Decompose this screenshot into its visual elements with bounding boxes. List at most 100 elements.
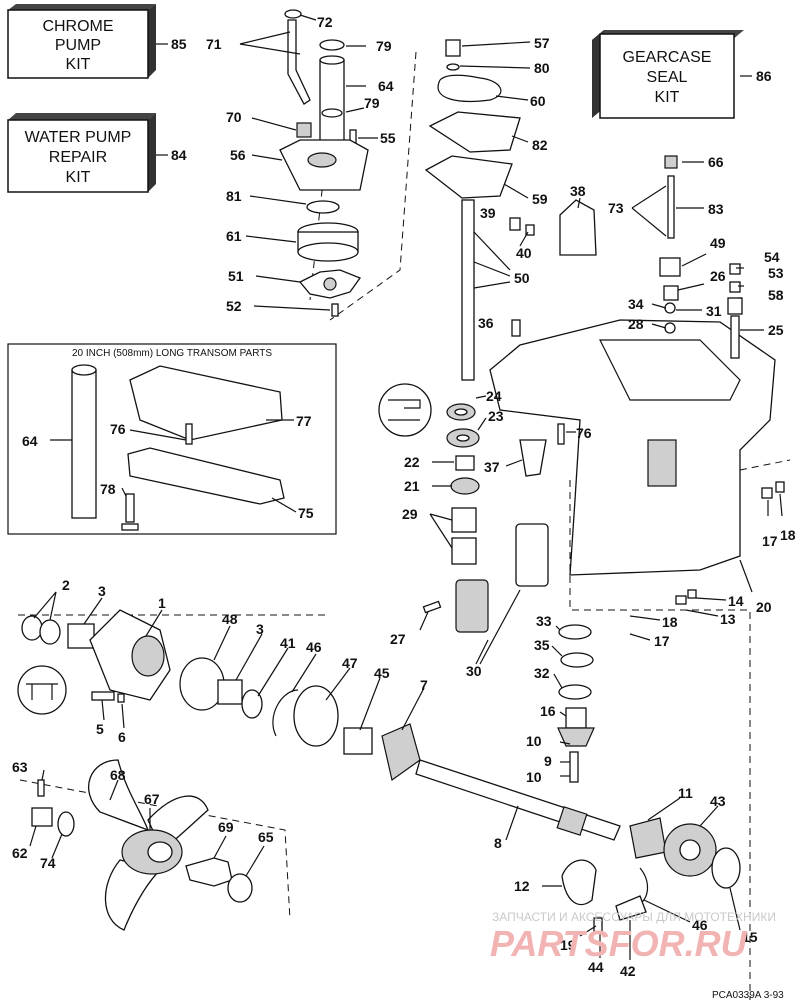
callout-36: 36 — [478, 315, 494, 331]
callout-29: 29 — [402, 506, 418, 522]
callout-16: 16 — [540, 703, 556, 719]
callout-23: 23 — [488, 408, 504, 424]
kit-label-line: SEAL — [647, 69, 688, 86]
kit-label-line: REPAIR — [49, 149, 107, 166]
pinion-gear-assembly — [422, 523, 741, 933]
callout-41: 41 — [280, 635, 296, 651]
callout-69: 69 — [218, 819, 234, 835]
kit-label-line: GEARCASE — [623, 49, 712, 66]
callout-65: 65 — [258, 829, 274, 845]
callout-2: 2 — [62, 577, 70, 593]
callout-56: 56 — [230, 147, 246, 163]
callout-32: 32 — [534, 665, 550, 681]
callout-54: 54 — [764, 249, 780, 265]
callout-22: 22 — [404, 454, 420, 470]
callout-57: 57 — [534, 35, 550, 51]
callout-75: 75 — [298, 505, 314, 521]
callout-52: 52 — [226, 298, 242, 314]
callout-70: 70 — [226, 109, 242, 125]
callout-62: 62 — [12, 845, 28, 861]
callout-24: 24 — [486, 388, 502, 404]
callout-80: 80 — [534, 60, 550, 76]
callout-48: 48 — [222, 611, 238, 627]
callout-58: 58 — [768, 287, 784, 303]
callout-61: 61 — [226, 228, 242, 244]
transom-parts-box: 20 INCH (508mm) LONG TRANSOM PARTS — [7, 343, 337, 535]
callout-72: 72 — [317, 14, 333, 30]
callout-9: 9 — [544, 753, 552, 769]
callout-79: 79 — [364, 95, 380, 111]
kit-number: 84 — [171, 147, 187, 163]
callout-5: 5 — [96, 721, 104, 737]
callout-76: 76 — [110, 421, 126, 437]
callout-26: 26 — [710, 268, 726, 284]
callout-68: 68 — [110, 767, 126, 783]
kit-label-line: WATER PUMP — [25, 129, 132, 146]
kit-label-line: KIT — [655, 89, 680, 106]
callout-14: 14 — [728, 593, 744, 609]
callout-15: 15 — [742, 929, 758, 945]
callout-42: 42 — [620, 963, 636, 979]
callout-10: 10 — [526, 769, 542, 785]
callout-39: 39 — [480, 205, 496, 221]
callout-6: 6 — [118, 729, 126, 745]
callout-1: 1 — [158, 595, 166, 611]
callout-67: 67 — [144, 791, 160, 807]
kit-label-line: PUMP — [55, 37, 101, 54]
callout-66: 66 — [708, 154, 724, 170]
callout-45: 45 — [374, 665, 390, 681]
figure-code: PCA0339A 3-93 — [712, 990, 784, 1001]
callout-20: 20 — [756, 599, 772, 615]
callout-59: 59 — [532, 191, 548, 207]
transom-title: 20 INCH (508mm) LONG TRANSOM PARTS — [72, 348, 272, 359]
callout-18: 18 — [780, 527, 796, 543]
callout-7: 7 — [420, 677, 428, 693]
callout-53: 53 — [768, 265, 784, 281]
callout-81: 81 — [226, 188, 242, 204]
callout-numbers: 72 71 79 64 79 70 55 56 81 61 51 52 57 8… — [12, 14, 796, 979]
callout-11: 11 — [678, 785, 693, 801]
gearcase-housing — [489, 155, 785, 605]
callout-74: 74 — [40, 855, 56, 871]
callout-13: 13 — [720, 611, 736, 627]
water-pump-assembly — [279, 9, 369, 317]
leader-lines — [29, 14, 783, 960]
callout-31: 31 — [706, 303, 722, 319]
callout-4: 46 — [692, 917, 708, 933]
callout-46: 46 — [306, 639, 322, 655]
callout-82: 82 — [532, 137, 548, 153]
callout-25: 25 — [768, 322, 784, 338]
callout-83: 83 — [708, 201, 724, 217]
kit-label-line: CHROME — [42, 18, 113, 35]
callout-55: 55 — [380, 130, 396, 146]
callout-30: 30 — [466, 663, 482, 679]
callout-8: 8 — [494, 835, 502, 851]
callout-47: 47 — [342, 655, 358, 671]
callout-34: 34 — [628, 296, 644, 312]
callout-3: 3 — [98, 583, 106, 599]
callout-50: 50 — [514, 270, 530, 286]
callout-21: 21 — [404, 478, 420, 494]
callout-78: 78 — [100, 481, 116, 497]
callout-17: 17 — [654, 633, 670, 649]
callout-38: 38 — [570, 183, 586, 199]
callout-73: 73 — [608, 200, 624, 216]
callout-51: 51 — [228, 268, 244, 284]
watermark-line1: ЗАПЧАСТИ И АКСЕССУАРЫ ДЛЯ МОТОТЕХНИКИ — [492, 910, 776, 924]
callout-79: 79 — [376, 38, 392, 54]
callout-28: 28 — [628, 316, 644, 332]
callout-37: 37 — [484, 459, 500, 475]
callout-3: 3 — [256, 621, 264, 637]
callout-43: 43 — [710, 793, 726, 809]
callout-77: 77 — [296, 413, 312, 429]
kit-label-line: KIT — [66, 56, 91, 73]
callout-18: 18 — [662, 614, 678, 630]
kit-box-chrome-pump: CHROME PUMP KIT 85 — [7, 4, 187, 79]
propeller-assembly — [31, 759, 253, 931]
kit-number: 86 — [756, 68, 772, 84]
callout-10: 10 — [526, 733, 542, 749]
callout-71: 71 — [206, 36, 222, 52]
callout-35: 35 — [534, 637, 550, 653]
kit-label-line: KIT — [66, 169, 91, 186]
